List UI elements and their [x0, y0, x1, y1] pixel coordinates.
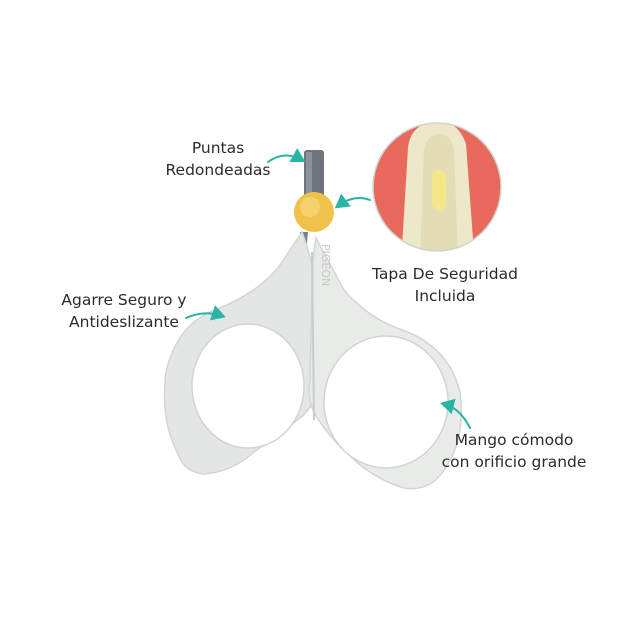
label-puntas-redondeadas: Puntas Redondeadas — [148, 137, 288, 181]
label-line: Mango cómodo — [454, 431, 574, 449]
label-line: Tapa De Seguridad — [372, 265, 518, 283]
label-agarre-seguro: Agarre Seguro y Antideslizante — [40, 289, 208, 333]
label-line: Agarre Seguro y — [61, 291, 187, 309]
pivot-button — [294, 192, 334, 232]
label-line: con orificio grande — [441, 453, 587, 471]
arrow-tips-icon — [267, 148, 306, 163]
safety-cap-inset — [372, 122, 502, 252]
arrow-handle-icon — [440, 398, 471, 429]
label-line: Antideslizante — [69, 313, 179, 331]
label-line: Redondeadas — [165, 161, 271, 179]
arrow-grip-icon — [185, 305, 226, 321]
label-mango-comodo: Mango cómodo con orificio grande — [414, 429, 614, 473]
label-line: Puntas — [191, 139, 245, 157]
arrow-cap-icon — [334, 193, 371, 209]
brand-text: PIGEON — [319, 244, 332, 286]
label-line: Incluida — [414, 287, 476, 305]
label-tapa-de-seguridad: Tapa De Seguridad Incluida — [360, 263, 530, 307]
